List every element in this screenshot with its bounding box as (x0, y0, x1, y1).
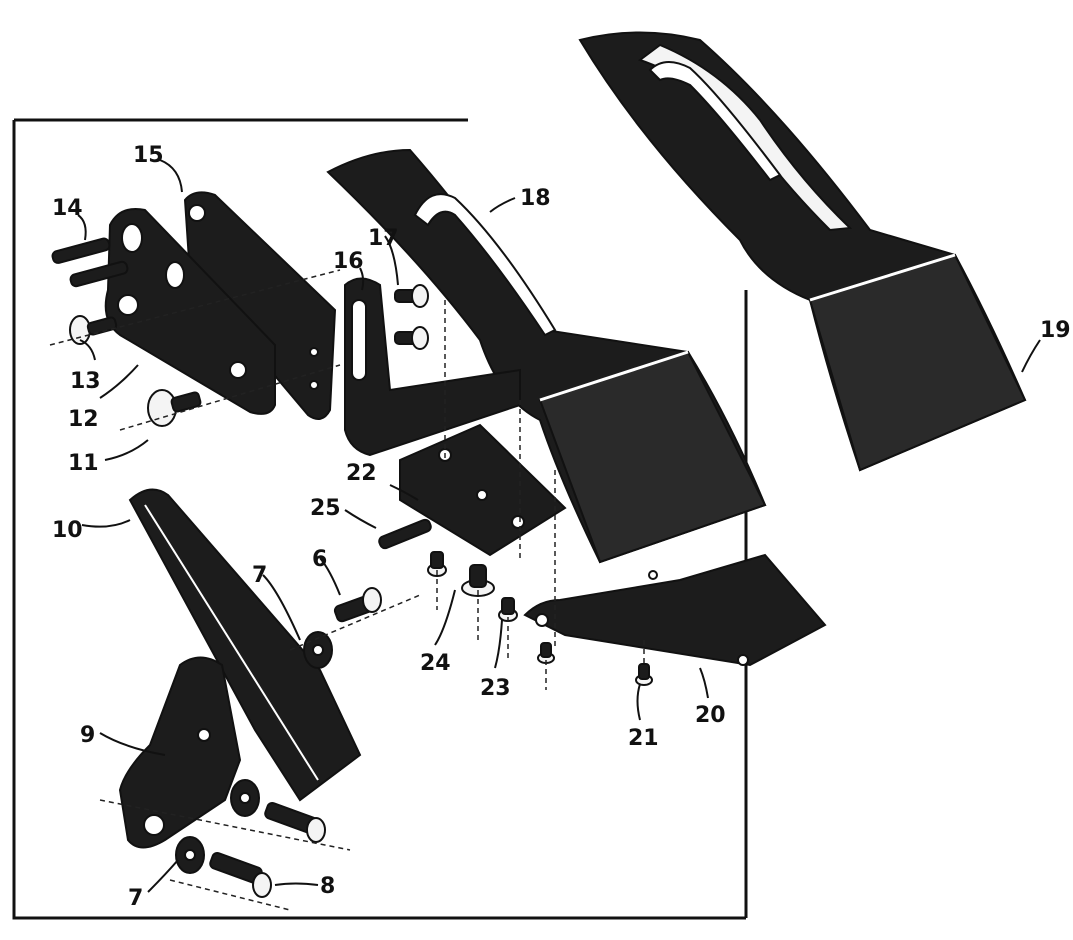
screws-and-washers (51, 237, 653, 898)
callout-12: 12 (68, 407, 99, 432)
part-22-block (399, 423, 567, 557)
part-19-spring-plate (578, 31, 1027, 472)
washer-7-bottom (175, 836, 205, 874)
screw-21 (635, 663, 653, 686)
screw-8 (209, 851, 272, 898)
callout-14: 14 (52, 196, 83, 221)
part-20-plate (523, 553, 827, 667)
part-15-plate (183, 191, 337, 420)
part-16-bracket (344, 277, 521, 457)
screw-25 (378, 518, 432, 550)
leader-lines (77, 159, 1041, 893)
screw-23 (498, 597, 518, 622)
callout-13: 13 (70, 369, 101, 394)
callout-21: 21 (628, 726, 659, 751)
screw-6 (333, 587, 382, 623)
callout-labels: 14 15 16 17 18 19 13 12 11 10 22 25 7 6 … (52, 143, 1071, 911)
callout-22: 22 (346, 461, 377, 486)
callout-23: 23 (480, 676, 511, 701)
washer-right (230, 779, 260, 817)
callout-18: 18 (520, 186, 551, 211)
screw-right-upper (264, 801, 326, 843)
part-10-strip (128, 488, 362, 802)
callout-10: 10 (52, 518, 83, 543)
screw-17-b (394, 326, 429, 350)
callout-25: 25 (310, 496, 341, 521)
alignment-lines (49, 269, 645, 911)
callout-15: 15 (133, 143, 164, 168)
thumb-screw-11 (147, 389, 202, 427)
callout-7-top: 7 (252, 563, 267, 588)
screw-13 (69, 315, 118, 345)
part-9-hinge-bracket (118, 656, 242, 849)
screw-17-a (394, 284, 429, 308)
callout-11: 11 (68, 451, 99, 476)
part-12-slotted-plate (104, 208, 276, 415)
callout-16: 16 (333, 249, 364, 274)
callout-19: 19 (1040, 318, 1071, 343)
callout-20: 20 (695, 703, 726, 728)
callout-8: 8 (320, 874, 335, 899)
callout-6: 6 (312, 547, 327, 572)
callout-9: 9 (80, 723, 95, 748)
callout-17: 17 (368, 226, 399, 251)
part-18-spring-plate (326, 148, 767, 564)
screw-14-a (51, 237, 111, 264)
callout-24: 24 (420, 651, 451, 676)
callout-7-bottom: 7 (128, 886, 143, 911)
screw-24 (461, 564, 495, 597)
screw-14-b (69, 260, 129, 288)
